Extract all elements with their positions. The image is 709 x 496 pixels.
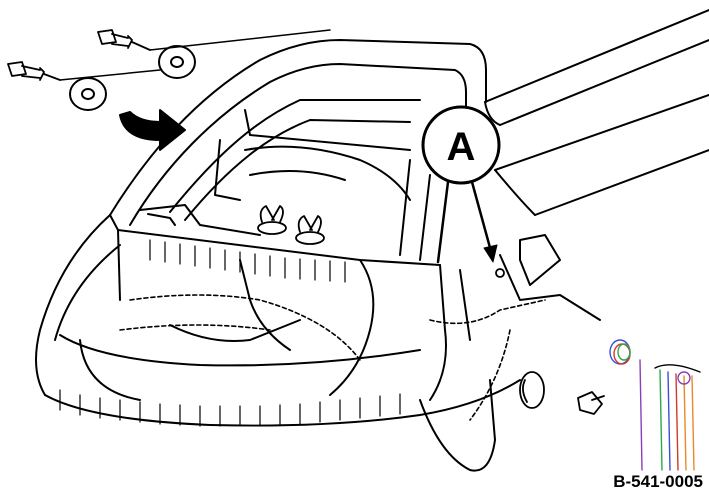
bolt-icon: [7, 29, 151, 81]
color-fringe-artifacts: [609, 339, 701, 471]
curved-arrow-icon: [119, 109, 186, 151]
hood: [139, 109, 431, 261]
housing-body: [35, 214, 601, 472]
callout-circle-icon: [421, 105, 501, 264]
callout-label: A: [447, 125, 476, 169]
wing-nut-icon: [257, 205, 325, 245]
frame-rails: [484, 9, 709, 216]
housing-hatching: [59, 239, 401, 427]
figure-code: B-541-0005: [613, 472, 703, 491]
fastener-icon: [495, 268, 605, 415]
washer-icon: [69, 45, 196, 111]
belt-guide: [119, 294, 546, 421]
